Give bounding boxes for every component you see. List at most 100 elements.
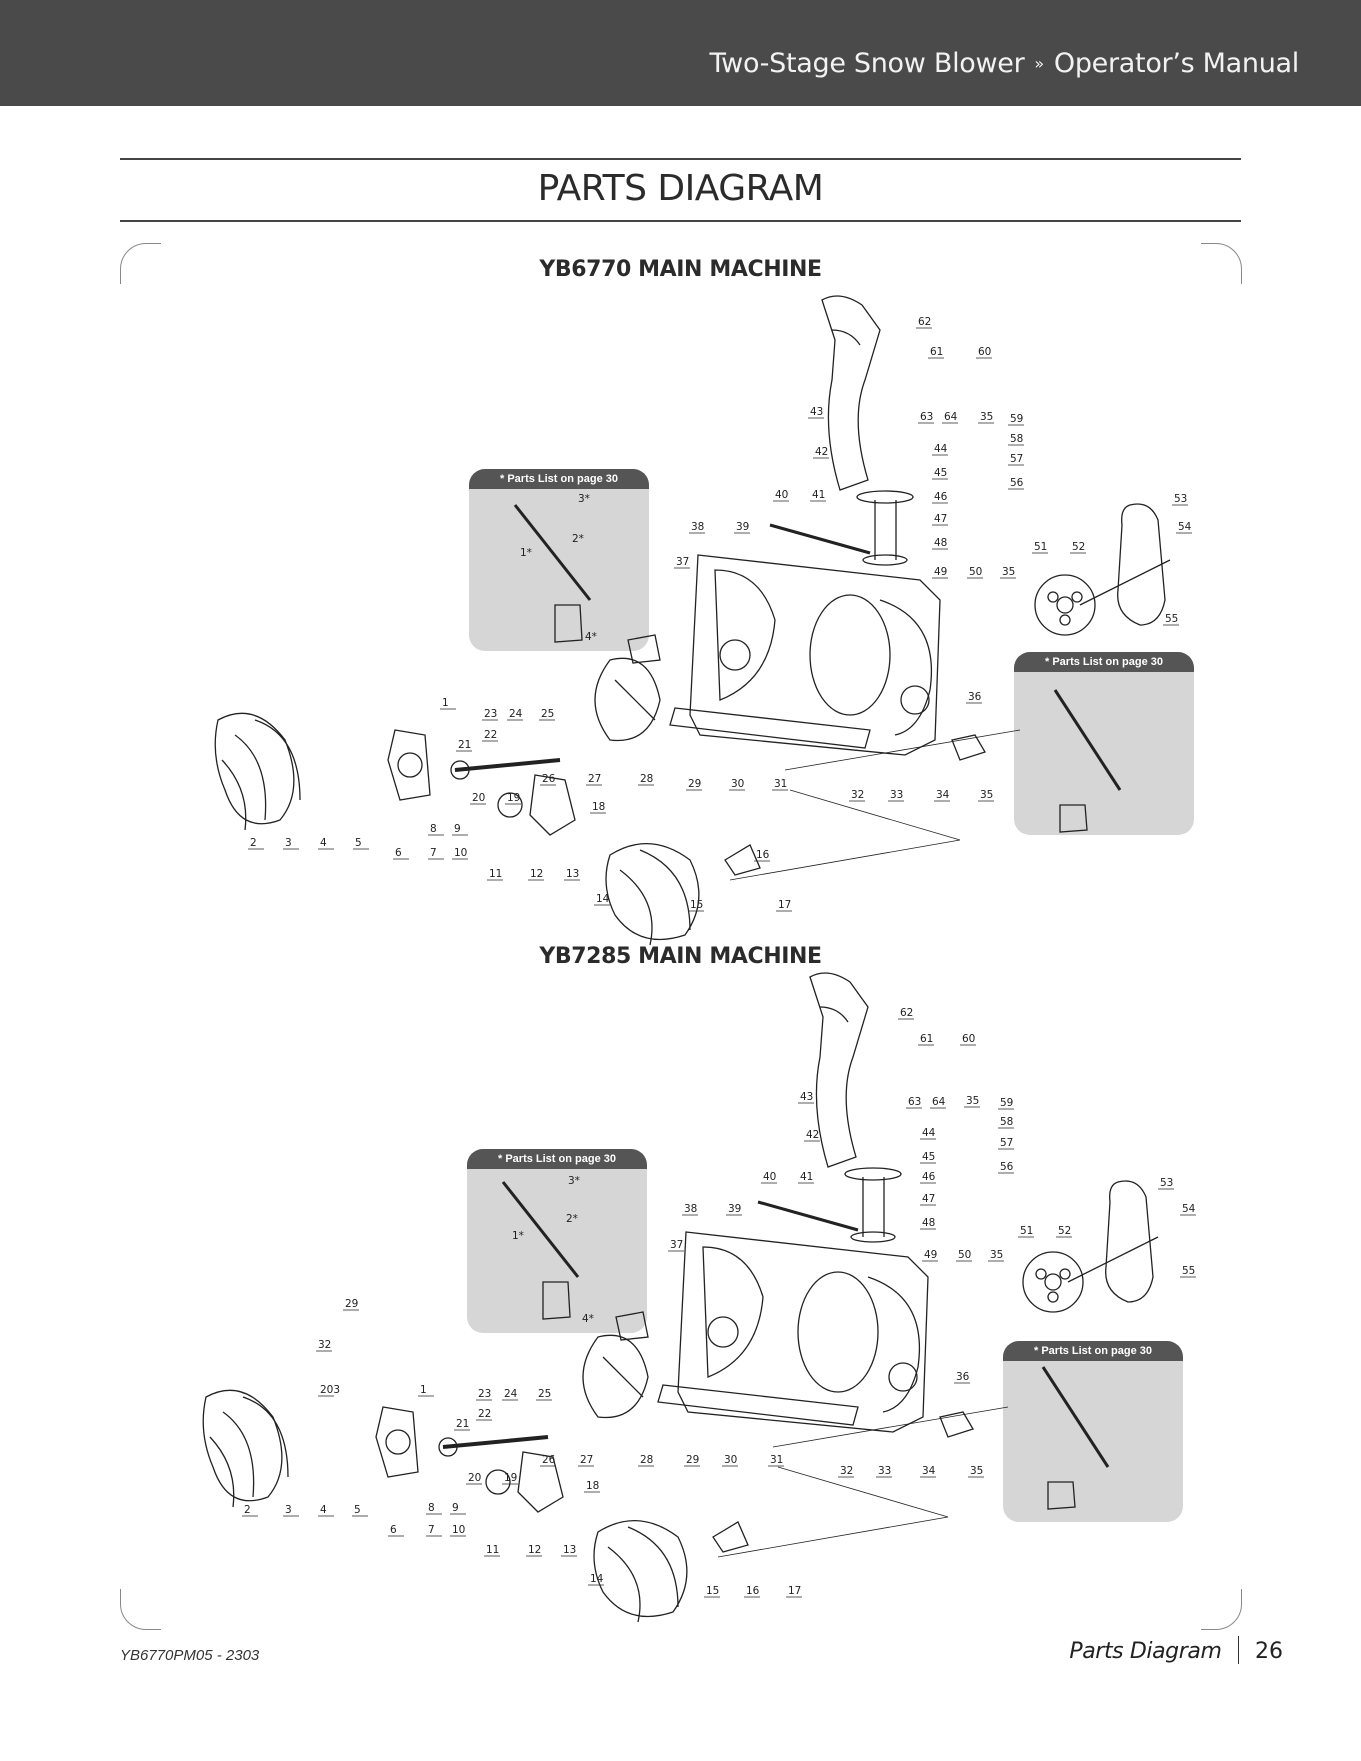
callout-10: 10 xyxy=(454,847,467,859)
callout-41: 41 xyxy=(800,1171,813,1183)
footer-doc-code: YB6770PM05 - 2303 xyxy=(120,1647,260,1664)
callout-5: 5 xyxy=(355,837,362,849)
footer-page-number: 26 xyxy=(1255,1639,1283,1664)
callout-54: 54 xyxy=(1178,521,1192,533)
callout-57: 57 xyxy=(1010,453,1023,465)
callout-2: 2 xyxy=(250,837,257,849)
callout-7: 7 xyxy=(428,1524,435,1536)
callout-43: 43 xyxy=(810,406,823,418)
callout-54: 54 xyxy=(1182,1203,1196,1215)
callout-4: 4 xyxy=(320,1504,327,1516)
callout-30: 30 xyxy=(724,1454,737,1466)
inset-panel-2-left: * Parts List on page 30 xyxy=(467,1149,647,1333)
callout-52: 52 xyxy=(1072,541,1085,553)
callout-40: 40 xyxy=(775,489,788,501)
callout-19: 19 xyxy=(504,1472,517,1484)
callout-47: 47 xyxy=(922,1193,935,1205)
callout-31: 31 xyxy=(774,778,787,790)
callout-7: 7 xyxy=(430,847,437,859)
callout-9: 9 xyxy=(452,1502,459,1514)
callout-36: 36 xyxy=(956,1371,970,1383)
callout-26: 26 xyxy=(542,1454,556,1466)
callout-8: 8 xyxy=(430,823,437,835)
callout-15: 15 xyxy=(690,899,703,911)
callout-35: 35 xyxy=(980,411,993,423)
callout-1: 1 xyxy=(442,697,449,709)
callout-64: 64 xyxy=(944,411,958,423)
callout-203: 203 xyxy=(320,1384,340,1396)
callout-6: 6 xyxy=(395,847,402,859)
callout-3: 3 xyxy=(285,1504,292,1516)
callout-44: 44 xyxy=(934,443,948,455)
inset-label-1star: 1* xyxy=(512,1230,524,1242)
header-title: Two-Stage Snow Blower»Operator’s Manual xyxy=(709,48,1299,79)
callout-52: 52 xyxy=(1058,1225,1071,1237)
callout-38: 38 xyxy=(684,1203,697,1215)
callout-30: 30 xyxy=(731,778,744,790)
callout-25: 25 xyxy=(541,708,554,720)
callout-29: 29 xyxy=(345,1298,358,1310)
callout-62: 62 xyxy=(900,1007,913,1019)
section-title-yb6770: YB6770 MAIN MACHINE xyxy=(539,257,822,282)
callout-35: 35 xyxy=(990,1249,1003,1261)
callout-12: 12 xyxy=(530,868,543,880)
callout-34: 34 xyxy=(936,789,950,801)
breadcrumb-separator: » xyxy=(1034,54,1044,73)
inset-label-1star: 1* xyxy=(520,547,532,559)
callout-50: 50 xyxy=(958,1249,971,1261)
callout-36: 36 xyxy=(968,691,982,703)
title-rule-top xyxy=(120,158,1241,160)
page-title: PARTS DIAGRAM xyxy=(537,168,824,209)
callout-23: 23 xyxy=(478,1388,491,1400)
callout-13: 13 xyxy=(566,868,579,880)
callout-15: 15 xyxy=(706,1585,719,1597)
callout-16: 16 xyxy=(756,849,770,861)
callout-60: 60 xyxy=(978,346,991,358)
callout-40: 40 xyxy=(763,1171,776,1183)
callout-48: 48 xyxy=(934,537,947,549)
callout-32: 32 xyxy=(318,1339,331,1351)
title-rule-bottom xyxy=(120,220,1241,222)
callout-44: 44 xyxy=(922,1127,936,1139)
callout-37: 37 xyxy=(676,556,689,568)
callout-53: 53 xyxy=(1174,493,1187,505)
inset-note: * Parts List on page 30 xyxy=(1003,1341,1183,1361)
callout-18: 18 xyxy=(592,801,605,813)
callout-28: 28 xyxy=(640,1454,653,1466)
callout-2: 2 xyxy=(244,1504,251,1516)
callout-24: 24 xyxy=(509,708,523,720)
callout-59: 59 xyxy=(1000,1097,1013,1109)
doc-type: Operator’s Manual xyxy=(1053,48,1299,79)
callout-24: 24 xyxy=(504,1388,518,1400)
callout-21: 21 xyxy=(458,739,471,751)
callout-20: 20 xyxy=(468,1472,481,1484)
callout-25: 25 xyxy=(538,1388,551,1400)
callout-14: 14 xyxy=(596,893,610,905)
callout-33: 33 xyxy=(878,1465,891,1477)
callout-29: 29 xyxy=(686,1454,699,1466)
callout-34: 34 xyxy=(922,1465,936,1477)
callout-17: 17 xyxy=(788,1585,801,1597)
callout-49: 49 xyxy=(934,566,947,578)
callout-35: 35 xyxy=(980,789,993,801)
callout-18: 18 xyxy=(586,1480,599,1492)
inset-label-4star: 4* xyxy=(582,1313,594,1325)
callout-46: 46 xyxy=(934,491,948,503)
callout-43: 43 xyxy=(800,1091,813,1103)
callout-51: 51 xyxy=(1020,1225,1033,1237)
header-bar: Two-Stage Snow Blower»Operator’s Manual xyxy=(0,0,1361,106)
callout-1: 1 xyxy=(420,1384,427,1396)
inset-note: * Parts List on page 30 xyxy=(467,1149,647,1169)
callout-45: 45 xyxy=(934,467,947,479)
callout-27: 27 xyxy=(580,1454,593,1466)
callout-22: 22 xyxy=(484,729,497,741)
callout-19: 19 xyxy=(507,792,520,804)
callout-41: 41 xyxy=(812,489,825,501)
callout-61: 61 xyxy=(930,346,943,358)
callout-35: 35 xyxy=(966,1095,979,1107)
callout-55: 55 xyxy=(1165,613,1178,625)
callout-23: 23 xyxy=(484,708,497,720)
